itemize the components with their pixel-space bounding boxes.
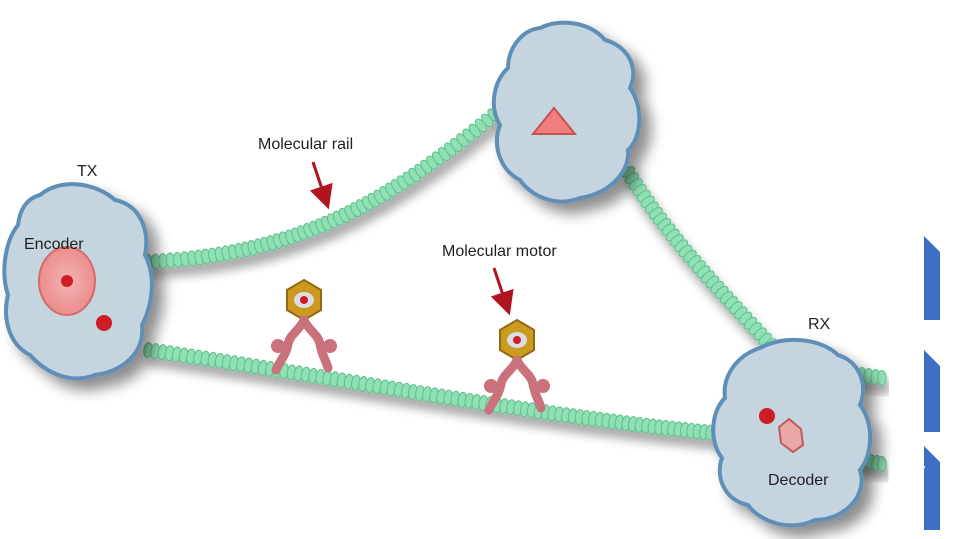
relay-triangle-molecule bbox=[530, 106, 578, 135]
relay-cell bbox=[491, 20, 642, 204]
molecular-rail-arrow bbox=[309, 161, 333, 210]
side-tab-3-partial-text: r bbox=[918, 460, 925, 480]
motor-leg-right bbox=[512, 355, 546, 413]
motor-head-right bbox=[323, 339, 337, 353]
molecular-motor-label: Molecular motor bbox=[442, 243, 557, 260]
relay-cell-membrane bbox=[491, 20, 642, 204]
molecular-motor-2 bbox=[484, 318, 550, 415]
decoder-hexagon bbox=[777, 417, 805, 454]
molecular-rail-label: Molecular rail bbox=[258, 136, 353, 153]
side-tab-1 bbox=[924, 236, 940, 320]
rx-red-molecule bbox=[759, 408, 775, 424]
tx-label: TX bbox=[77, 163, 98, 180]
side-tab-3 bbox=[924, 446, 940, 530]
rail-bead bbox=[877, 370, 887, 386]
decoder-label: Decoder bbox=[768, 472, 829, 489]
rx-label: RX bbox=[808, 316, 831, 333]
molecular-motor-arrow bbox=[490, 267, 514, 316]
molecular-motor-1 bbox=[271, 278, 337, 375]
motor-head-left bbox=[484, 379, 498, 393]
motor-leg-left bbox=[271, 315, 309, 375]
motor-leg-right bbox=[299, 315, 333, 373]
side-tab-2 bbox=[924, 350, 940, 432]
encoder-label: Encoder bbox=[24, 236, 84, 253]
motor-leg-left bbox=[484, 355, 522, 415]
rail-tx-to-rx-bottom bbox=[143, 342, 740, 443]
tx-red-molecule bbox=[96, 315, 112, 331]
motor-head-right bbox=[536, 379, 550, 393]
motor-head-left bbox=[271, 339, 285, 353]
rail-tx-to-relay bbox=[143, 102, 505, 270]
rail-bead bbox=[877, 456, 887, 472]
cargo-red-molecule bbox=[513, 336, 521, 344]
encoder-red-molecule bbox=[61, 275, 73, 287]
cargo-red-molecule bbox=[300, 296, 308, 304]
side-tabs: r bbox=[918, 236, 940, 530]
rail-relay-to-rx bbox=[620, 166, 780, 358]
